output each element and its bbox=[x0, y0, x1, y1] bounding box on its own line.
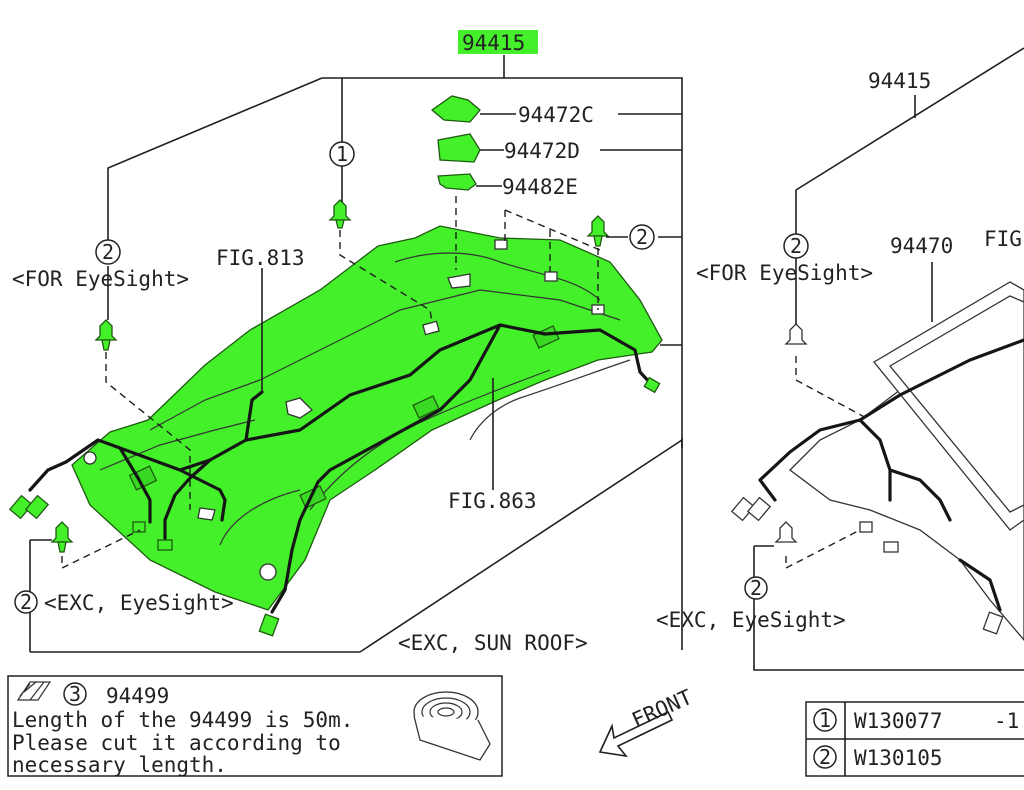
front-arrow-icon: FRONT bbox=[598, 685, 696, 758]
legend-row-1-suffix: -1 bbox=[994, 709, 1019, 733]
part-94482e[interactable] bbox=[437, 173, 477, 191]
right-callout-2-bottom: 2 bbox=[750, 576, 762, 600]
legend-table: 1 W130077 -1 2 W130105 bbox=[805, 701, 1024, 777]
note-line-3: necessary length. bbox=[12, 753, 227, 777]
for-eyesight-label: <FOR EyeSight> bbox=[12, 267, 189, 291]
exc-sun-roof-label: <EXC, SUN ROOF> bbox=[398, 631, 588, 655]
right-fig-partial-label[interactable]: FIG bbox=[984, 227, 1022, 251]
right-callout-2-top: 2 bbox=[790, 234, 802, 258]
note-callout-3: 3 bbox=[69, 682, 81, 706]
part-94472c[interactable] bbox=[430, 95, 481, 123]
main-part-highlight bbox=[458, 30, 538, 54]
note-part-label[interactable]: 94499 bbox=[106, 684, 169, 708]
fig-813-label[interactable]: FIG.813 bbox=[216, 246, 305, 270]
callout-2-bottom: 2 bbox=[20, 590, 32, 614]
note-line-1: Length of the 94499 is 50m. bbox=[12, 708, 353, 732]
fig-863-label[interactable]: FIG.863 bbox=[448, 489, 537, 513]
part-94482e-label[interactable]: 94482E bbox=[502, 175, 578, 199]
part-94472d-label[interactable]: 94472D bbox=[504, 139, 580, 163]
exc-eyesight-label: <EXC, EyeSight> bbox=[44, 591, 234, 615]
clip-1[interactable] bbox=[328, 199, 352, 229]
part-94472d[interactable] bbox=[437, 133, 481, 163]
headliner-panel[interactable] bbox=[71, 225, 663, 611]
tape-roll-icon bbox=[413, 691, 491, 761]
right-main-part-label[interactable]: 94415 bbox=[868, 69, 931, 93]
clip-2-bottom[interactable] bbox=[50, 521, 74, 553]
right-exc-eyesight-label: <EXC, EyeSight> bbox=[656, 608, 846, 632]
callout-1-top: 1 bbox=[336, 142, 348, 166]
note-box: 3 94499 Length of the 94499 is 50m. Plea… bbox=[7, 675, 503, 777]
legend-row-1-num: 1 bbox=[819, 708, 831, 732]
legend-row-2-code[interactable]: W130105 bbox=[854, 746, 943, 770]
left-assembly: 94415 bbox=[8, 30, 683, 655]
clip-2-left[interactable] bbox=[94, 319, 118, 351]
callout-2-left: 2 bbox=[102, 240, 114, 264]
legend-row-1-code[interactable]: W130077 bbox=[854, 709, 943, 733]
tape-icon bbox=[16, 681, 52, 701]
main-part-label[interactable]: 94415 bbox=[462, 31, 525, 55]
wire-harness[interactable] bbox=[28, 323, 654, 614]
right-part-94470-label[interactable]: 94470 bbox=[890, 234, 953, 258]
right-assembly: 94415 2 94470 FIG <FOR EyeSight> 2 <EXC,… bbox=[656, 47, 1024, 671]
legend-row-2-num: 2 bbox=[819, 745, 831, 769]
part-94472c-label[interactable]: 94472C bbox=[518, 103, 594, 127]
note-line-2: Please cut it according to bbox=[12, 731, 341, 755]
callout-2-right: 2 bbox=[636, 225, 648, 249]
clip-2-right[interactable] bbox=[586, 215, 610, 247]
right-for-eyesight-label: <FOR EyeSight> bbox=[696, 261, 873, 285]
